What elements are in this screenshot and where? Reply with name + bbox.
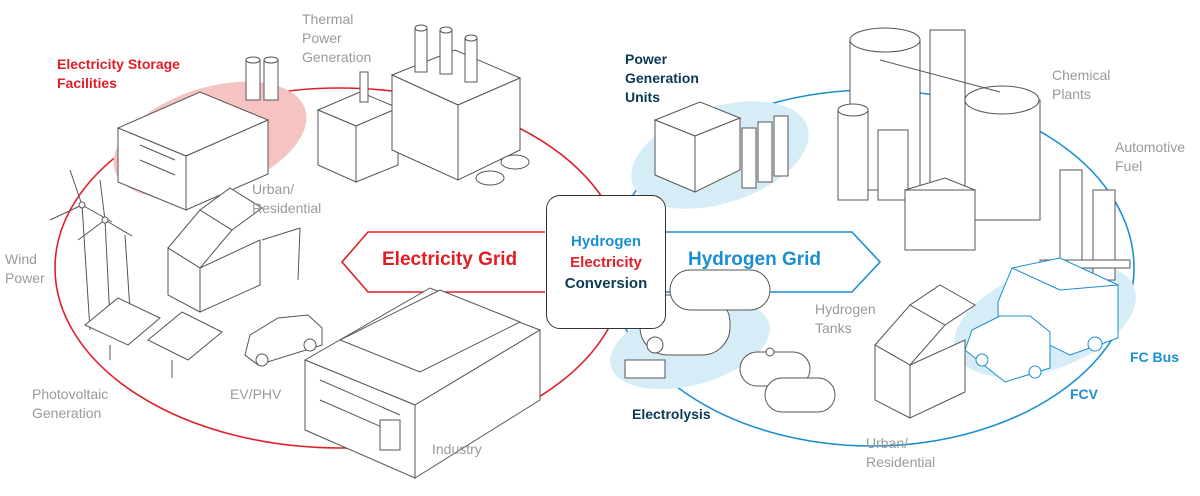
center-line-1: Hydrogen xyxy=(570,232,641,250)
chemical-plants-label: Chemical Plants xyxy=(1052,67,1111,102)
power-generation-units-label: Power Generation Units xyxy=(625,51,699,105)
fcv-car-icon xyxy=(964,315,1051,383)
industry-label: Industry xyxy=(432,441,482,457)
hydrogen-tanks-label: Hydrogen Tanks xyxy=(815,301,876,336)
urban-residential-right-label: Urban/ Residential xyxy=(866,435,936,470)
solar-panels-icon xyxy=(84,297,223,378)
wind-turbine-icon xyxy=(49,169,133,331)
thermal-power-icon xyxy=(316,24,530,186)
urban-residential-left-label: Urban/ Residential xyxy=(252,181,322,216)
wind-power-label: Wind Power xyxy=(5,251,45,286)
conversion-box: Hydrogen Electricity Conversion xyxy=(546,195,666,329)
center-line-2: Electricity xyxy=(570,253,642,271)
hydrogen-tanks-icon xyxy=(739,347,836,413)
fcv-label: FCV xyxy=(1070,386,1098,402)
automotive-fuel-label: Automotive Fuel xyxy=(1115,139,1186,174)
house-left-icon xyxy=(167,187,301,313)
electrolysis-label: Electrolysis xyxy=(632,406,711,422)
electricity-storage-label: Electricity Storage Facilities xyxy=(57,56,180,91)
fuel-dispenser-icon xyxy=(1039,169,1131,281)
house-right-icon xyxy=(874,284,976,419)
ev-phv-label: EV/PHV xyxy=(230,386,282,402)
power-units-icon xyxy=(653,101,789,193)
hydrogen-grid-label: Hydrogen Grid xyxy=(688,249,822,270)
thermal-power-label: Thermal Power Generation xyxy=(302,11,372,65)
industry-icon xyxy=(303,287,542,479)
electricity-grid-label: Electricity Grid xyxy=(382,249,518,270)
storage-facility-icon xyxy=(116,56,279,211)
photovoltaic-label: Photovoltaic Generation xyxy=(32,386,109,421)
chemical-plant-icon xyxy=(837,27,1041,251)
fc-bus-label: FC Bus xyxy=(1130,349,1179,365)
center-line-3: Conversion xyxy=(564,274,648,292)
ev-car-icon xyxy=(244,314,323,367)
